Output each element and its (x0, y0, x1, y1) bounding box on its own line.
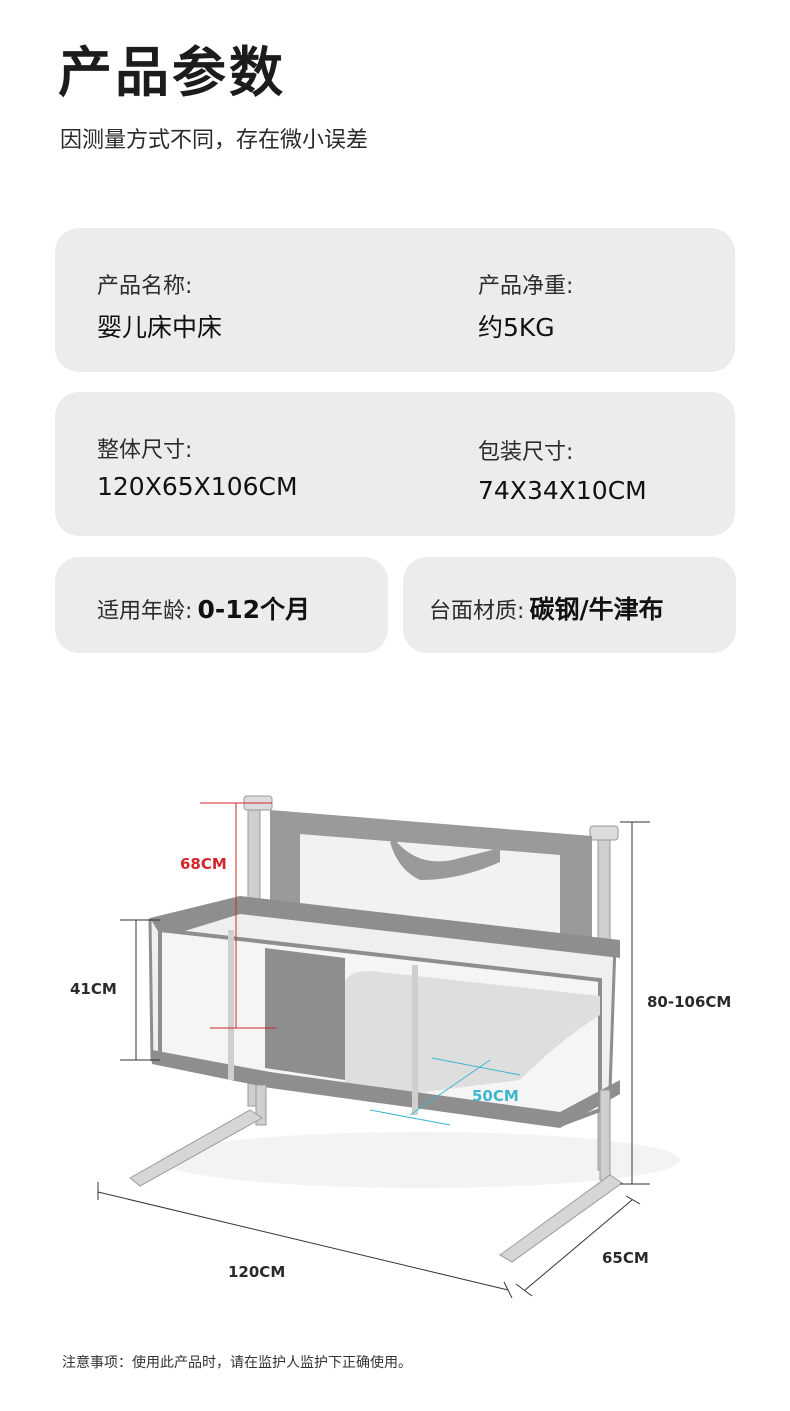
spec-card-name-weight: 产品名称: 婴儿床中床 产品净重: 约5KG (55, 228, 735, 372)
spec-weight-label: 产品净重: (478, 274, 574, 299)
dim-label-bed-depth: 41CM (70, 980, 117, 998)
dim-65-right (625, 1195, 641, 1205)
back-panel-handle (390, 840, 500, 880)
safety-note: 注意事项：使用此产品时，请在监护人监护下正确使用。 (62, 1355, 412, 1371)
spec-name-label: 产品名称: (97, 274, 193, 299)
spec-package-value: 74X34X10CM (478, 476, 647, 505)
spec-size-label: 整体尺寸: (97, 438, 193, 463)
bed-top-rim (150, 896, 620, 958)
dim-120-line (97, 1191, 509, 1291)
spec-size-value: 120X65X106CM (97, 472, 298, 501)
dim-50-top (431, 1057, 521, 1076)
dim-label-rail-height: 68CM (180, 855, 227, 873)
spec-material-value: 碳钢/牛津布 (529, 595, 664, 624)
spec-weight-value: 约5KG (478, 313, 555, 342)
dim-65-left (515, 1283, 533, 1297)
dim-label-width: 65CM (602, 1249, 649, 1267)
dim-65-line (524, 1199, 633, 1291)
dim-label-width-inner: 50CM (472, 1087, 519, 1105)
page-title: 产品参数 (58, 41, 286, 104)
spec-name-value: 婴儿床中床 (97, 313, 223, 342)
spec-age-value: 0-12个月 (197, 595, 311, 624)
strap-left (228, 930, 234, 1080)
spec-material-label: 台面材质: (429, 599, 525, 624)
spec-card-sizes: 整体尺寸: 120X65X106CM 包装尺寸: 74X34X10CM (55, 392, 735, 536)
spec-card-age: 适用年龄: 0-12个月 (55, 557, 388, 653)
page-subtitle: 因测量方式不同，存在微小误差 (60, 128, 369, 153)
spec-card-material: 台面材质: 碳钢/牛津布 (403, 557, 736, 653)
floor-shadow (160, 1132, 680, 1188)
post-cap-right (589, 825, 619, 841)
dim-50-bottom (369, 1109, 451, 1126)
front-right-leg (599, 1089, 611, 1181)
bed-bottom-rim (152, 1050, 620, 1128)
front-panel-divider (265, 948, 345, 1080)
spec-age-label: 适用年龄: (97, 599, 193, 624)
front-left-leg (255, 1084, 267, 1126)
front-panel-window (345, 971, 600, 1095)
dim-label-length: 120CM (228, 1263, 286, 1281)
floor-bar-right (499, 1174, 623, 1263)
spec-package-label: 包装尺寸: (478, 440, 574, 465)
dim-50-line (409, 1059, 491, 1116)
dim-120-right (503, 1281, 513, 1299)
dim-label-height-range: 80-106CM (647, 993, 732, 1011)
floor-bar-left (129, 1109, 263, 1187)
strap-right (412, 965, 418, 1115)
